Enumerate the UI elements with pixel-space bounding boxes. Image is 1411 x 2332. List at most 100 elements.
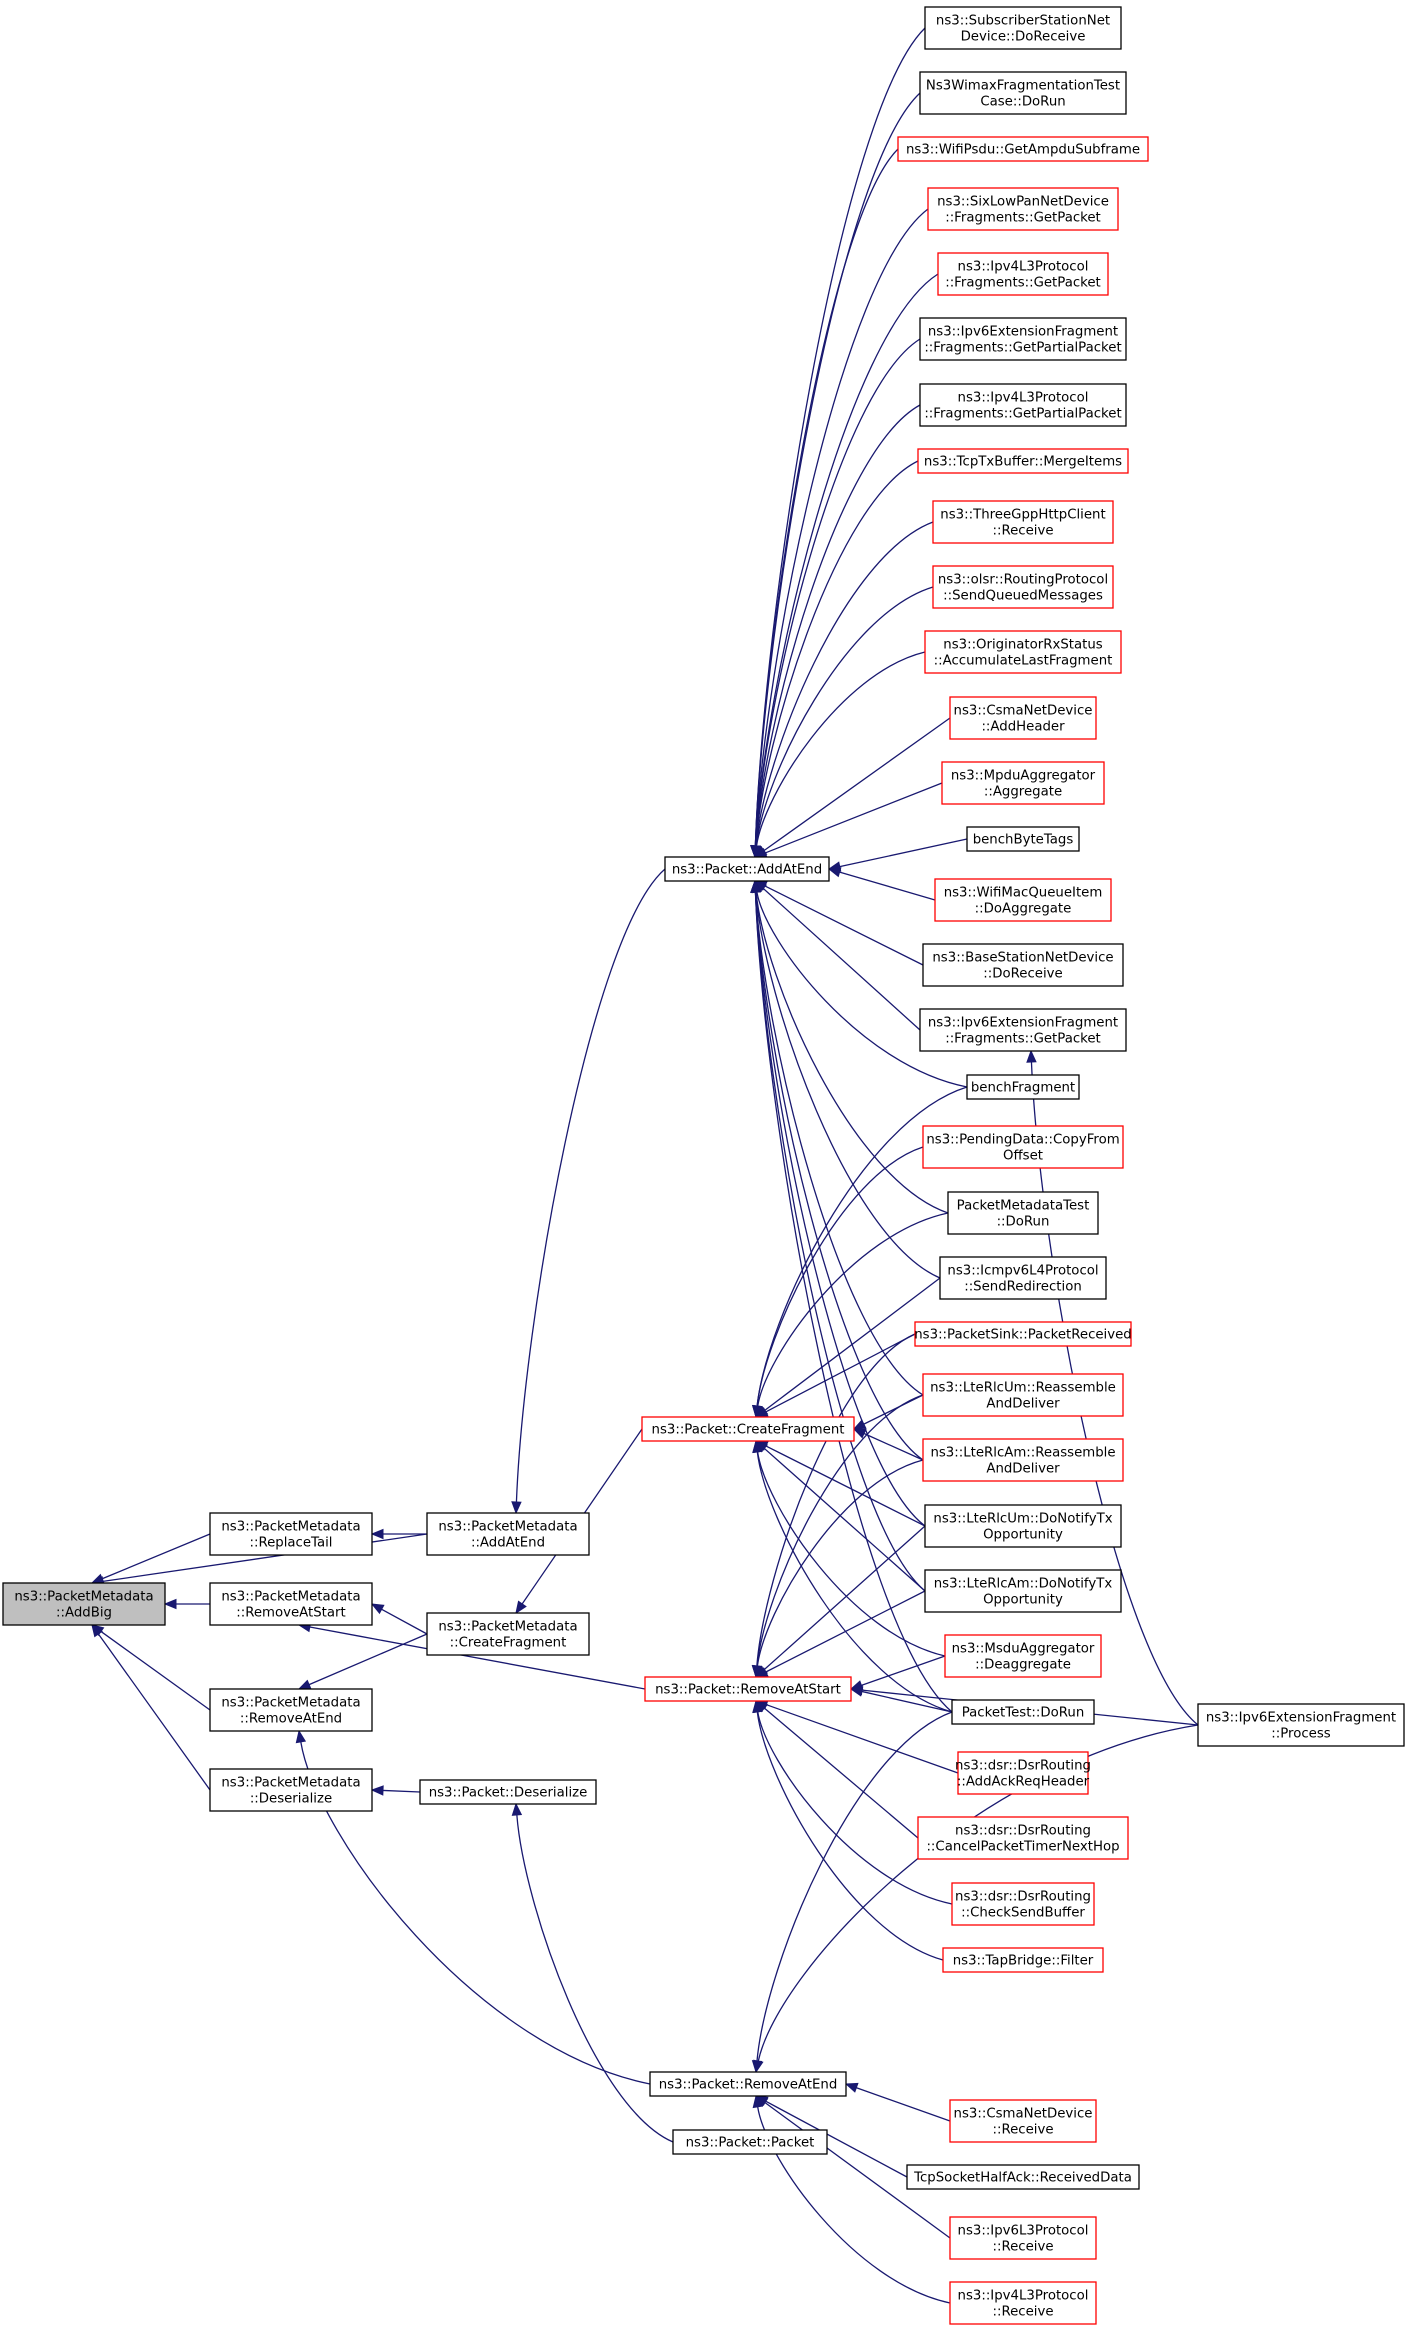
- node-pm-deserialize[interactable]: ns3::PacketMetadata::Deserialize: [209, 1768, 373, 1812]
- node-label: ::RemoveAtStart: [236, 1606, 345, 1621]
- node-c-olsr[interactable]: ns3::olsr::RoutingProtocol::SendQueuedMe…: [932, 565, 1114, 609]
- node-c-dsrcancel[interactable]: ns3::dsr::DsrRouting::CancelPacketTimerN…: [917, 1816, 1129, 1860]
- node-pm-addatend[interactable]: ns3::PacketMetadata::AddAtEnd: [426, 1512, 590, 1556]
- edge-c-wifipsdu-to-p-addatend: [750, 148, 899, 859]
- node-pm-replacetail[interactable]: ns3::PacketMetadata::ReplaceTail: [209, 1512, 373, 1556]
- node-p-createfragment[interactable]: ns3::Packet::CreateFragment: [641, 1416, 855, 1442]
- node-box: [209, 1688, 373, 1732]
- node-c-ipv6receive[interactable]: ns3::Ipv6L3Protocol::Receive: [949, 2216, 1097, 2260]
- edge-line: [763, 717, 951, 852]
- node-label: ::Aggregate: [984, 785, 1062, 800]
- node-c-ipv6process[interactable]: ns3::Ipv6ExtensionFragment::Process: [1197, 1703, 1405, 1747]
- node-label: ns3::Packet::Deserialize: [429, 1786, 588, 1801]
- node-c-benchfragment[interactable]: benchFragment: [966, 1074, 1080, 1100]
- edge-line: [757, 1724, 1199, 2062]
- edge-arrowhead: [752, 2094, 763, 2109]
- node-p-packet[interactable]: ns3::Packet::Packet: [672, 2129, 828, 2155]
- node-box: [951, 1699, 1095, 1725]
- node-c-csmaaddheader[interactable]: ns3::CsmaNetDevice::AddHeader: [949, 696, 1097, 740]
- node-label: ::Deserialize: [250, 1792, 332, 1807]
- edge-line: [856, 2087, 951, 2122]
- edge-c-tapbridge-to-p-removeatstart: [752, 1699, 944, 1961]
- node-p-removeatend[interactable]: ns3::Packet::RemoveAtEnd: [649, 2071, 847, 2097]
- node-label: ns3::Packet::Packet: [686, 2136, 815, 2151]
- node-c-msdu[interactable]: ns3::MsduAggregator::Deaggregate: [944, 1634, 1102, 1678]
- node-c-dsrack[interactable]: ns3::dsr::DsrRouting::AddAckReqHeader: [955, 1751, 1091, 1795]
- node-p-deserialize[interactable]: ns3::Packet::Deserialize: [419, 1779, 597, 1805]
- edge-c-packetsink-to-p-createfragment: [754, 1333, 916, 1418]
- edge-line: [863, 1394, 924, 1425]
- node-box: [919, 317, 1127, 361]
- node-c-ipv4partial[interactable]: ns3::Ipv4L3Protocol::Fragments::GetParti…: [919, 383, 1127, 427]
- node-c-basestation[interactable]: ns3::BaseStationNetDevice::DoReceive: [922, 943, 1124, 987]
- edge-c-lterlcam-reass-to-p-addatend: [750, 879, 924, 1461]
- node-box: [942, 1947, 1104, 1973]
- node-c-mpdu[interactable]: ns3::MpduAggregator::Aggregate: [941, 761, 1105, 805]
- node-label: ::Process: [1271, 1727, 1330, 1742]
- node-c-ipv6getpacket[interactable]: ns3::Ipv6ExtensionFragment::Fragments::G…: [919, 1008, 1127, 1052]
- node-c-threegpp[interactable]: ns3::ThreeGppHttpClient::Receive: [932, 500, 1114, 544]
- node-label: ns3::MsduAggregator: [952, 1642, 1095, 1657]
- node-c-dsrcheck[interactable]: ns3::dsr::DsrRouting::CheckSendBuffer: [951, 1882, 1095, 1926]
- edge-line: [755, 891, 941, 1279]
- node-c-benchbytetags[interactable]: benchByteTags: [966, 826, 1080, 852]
- edge-c-wimaxfrag-to-p-addatend: [750, 92, 921, 859]
- edge-line: [756, 1333, 916, 1667]
- edge-pm-createfragment-to-pm-removeatend: [297, 1633, 428, 1690]
- node-c-pmtest[interactable]: PacketMetadataTest::DoRun: [947, 1191, 1099, 1235]
- node-c-ipv4frag[interactable]: ns3::Ipv4L3Protocol::Fragments::GetPacke…: [937, 252, 1109, 296]
- node-c-icmpv6[interactable]: ns3::Icmpv6L4Protocol::SendRedirection: [939, 1256, 1107, 1300]
- edge-c-csmaaddheader-to-p-addatend: [753, 717, 951, 858]
- edge-pm-addatend-to-pm-replacetail: [370, 1528, 428, 1540]
- node-c-tcptx[interactable]: ns3::TcpTxBuffer::MergeItems: [917, 448, 1129, 474]
- edge-arrowhead: [91, 1623, 103, 1638]
- node-c-tapbridge[interactable]: ns3::TapBridge::Filter: [942, 1947, 1104, 1973]
- node-c-ipv6partial[interactable]: ns3::Ipv6ExtensionFragment::Fragments::G…: [919, 317, 1127, 361]
- edge-line: [754, 891, 924, 1396]
- edge-line: [755, 521, 934, 847]
- node-box: [919, 383, 1127, 427]
- node-label: ::DoAggregate: [975, 902, 1072, 917]
- node-c-packettest[interactable]: PacketTest::DoRun: [951, 1699, 1095, 1725]
- node-c-tcpsocket[interactable]: TcpSocketHalfAck::ReceivedData: [906, 2164, 1140, 2190]
- node-c-csmareceive[interactable]: ns3::CsmaNetDevice::Receive: [949, 2099, 1097, 2143]
- node-c-sixlowpan[interactable]: ns3::SixLowPanNetDevice::Fragments::GetP…: [927, 187, 1119, 231]
- edge-arrowhead: [1026, 1049, 1037, 1063]
- edge-line: [765, 1333, 916, 1413]
- edge-line: [755, 460, 919, 847]
- node-label: ::CheckSendBuffer: [961, 1906, 1085, 1921]
- node-label: AndDeliver: [986, 1397, 1060, 1412]
- node-label: ns3::Ipv4L3Protocol: [958, 391, 1089, 406]
- node-pm-createfragment[interactable]: ns3::PacketMetadata::CreateFragment: [426, 1612, 590, 1656]
- node-c-subscriber[interactable]: ns3::SubscriberStationNetDevice::DoRecei…: [924, 6, 1122, 50]
- edge-line: [754, 92, 921, 847]
- edge-p-packet-to-p-deserialize: [511, 1802, 674, 2143]
- node-label: ns3::Icmpv6L4Protocol: [947, 1264, 1098, 1279]
- node-c-ipv4receive[interactable]: ns3::Ipv4L3Protocol::Receive: [949, 2281, 1097, 2325]
- node-p-addatend[interactable]: ns3::Packet::AddAtEnd: [664, 856, 830, 882]
- edge-line: [754, 891, 926, 1592]
- node-p-removeatstart[interactable]: ns3::Packet::RemoveAtStart: [644, 1676, 852, 1702]
- node-label: benchByteTags: [973, 833, 1074, 848]
- node-label: TcpSocketHalfAck::ReceivedData: [913, 2171, 1132, 2186]
- node-pm-removeatstart[interactable]: ns3::PacketMetadata::RemoveAtStart: [209, 1582, 373, 1626]
- node-box: [919, 71, 1127, 115]
- node-label: ::Fragments::GetPacket: [945, 211, 1101, 226]
- node-addbig[interactable]: ns3::PacketMetadata::AddBig: [2, 1582, 166, 1626]
- node-c-packetsink[interactable]: ns3::PacketSink::PacketReceived: [914, 1321, 1132, 1347]
- node-c-wifipsdu[interactable]: ns3::WifiPsdu::GetAmpduSubframe: [897, 136, 1149, 162]
- node-pm-removeatend[interactable]: ns3::PacketMetadata::RemoveAtEnd: [209, 1688, 373, 1732]
- node-c-wifimacqueue[interactable]: ns3::WifiMacQueueItem::DoAggregate: [934, 878, 1112, 922]
- node-c-originator[interactable]: ns3::OriginatorRxStatus::AccumulateLastF…: [924, 630, 1122, 674]
- edge-line: [101, 1533, 211, 1580]
- edge-arrowhead: [750, 879, 761, 893]
- node-label: ns3::PacketMetadata: [221, 1696, 360, 1711]
- node-label: ns3::Packet::RemoveAtEnd: [659, 2078, 838, 2093]
